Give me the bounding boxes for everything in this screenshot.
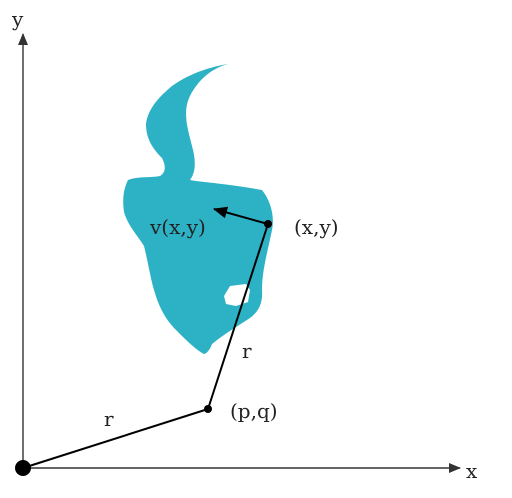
velocity-label: v(x,y) bbox=[149, 215, 206, 239]
point-xy bbox=[264, 220, 272, 228]
radius-segment-lower bbox=[22, 408, 209, 469]
y-axis-label: y bbox=[11, 7, 24, 31]
velocity-vector bbox=[213, 206, 269, 225]
radius-label-upper: r bbox=[242, 339, 252, 363]
cyan-region bbox=[123, 64, 273, 354]
x-axis-label: x bbox=[466, 459, 478, 483]
point-pq-label: (p,q) bbox=[230, 399, 278, 423]
radius-label-lower: r bbox=[104, 407, 114, 431]
point-pq bbox=[204, 405, 212, 413]
radius-segment-upper bbox=[207, 223, 269, 410]
point-xy-label: (x,y) bbox=[294, 215, 339, 239]
